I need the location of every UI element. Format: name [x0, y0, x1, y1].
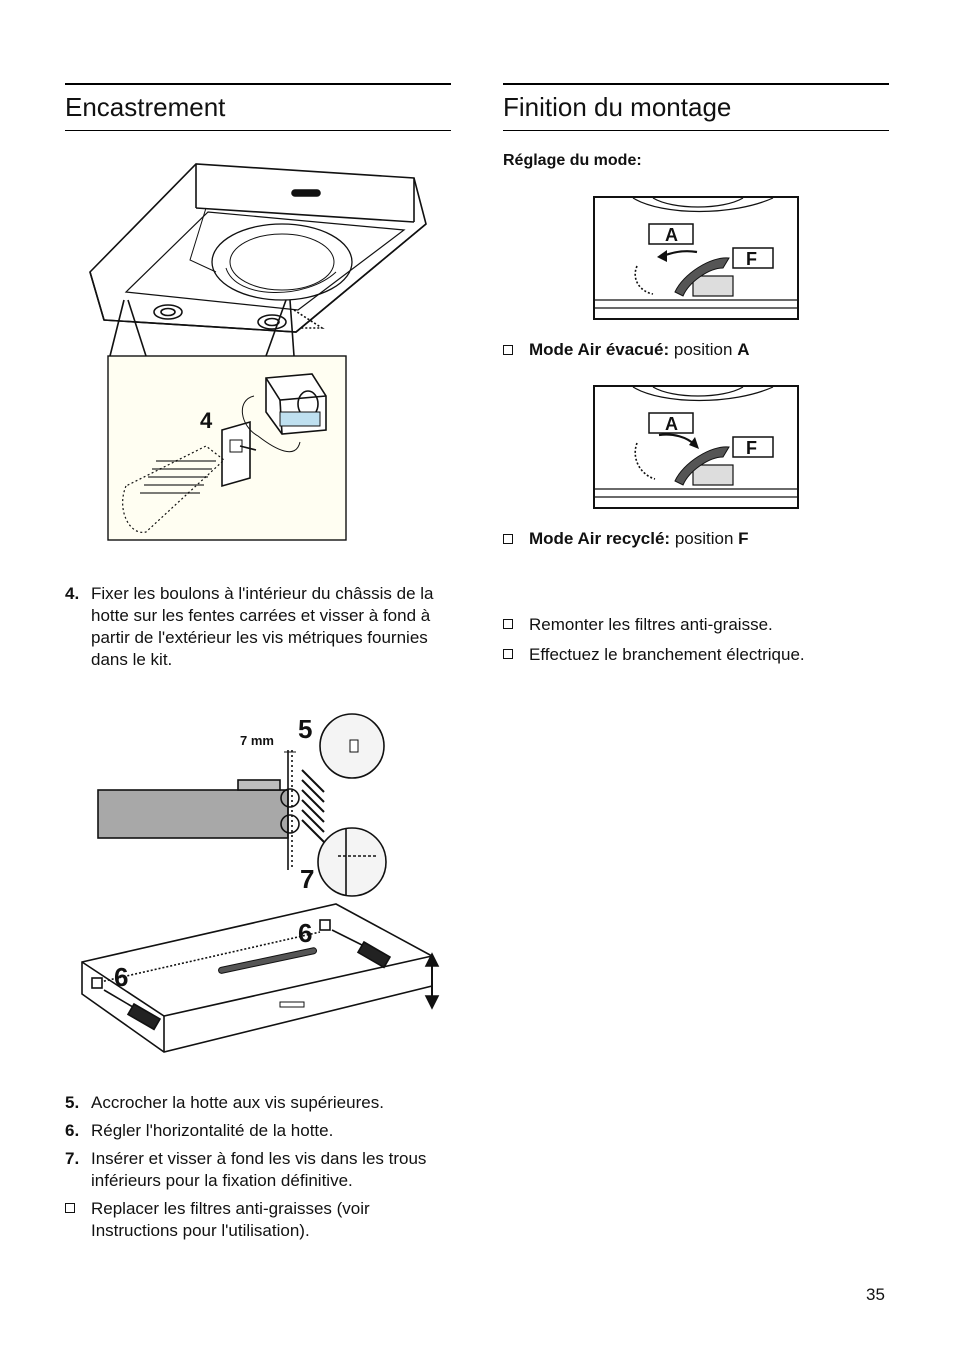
step-5: 5. Accrocher la hotte aux vis supérieure… — [65, 1092, 455, 1114]
mode-air-evacue: Mode Air évacué: position A — [503, 340, 749, 360]
section-header-encastrement: Encastrement — [65, 83, 451, 131]
step-text: Accrocher la hotte aux vis supérieures. — [91, 1093, 384, 1112]
step-number: 4. — [65, 584, 80, 603]
figure-hood-installation: 7 mm 5 7 6 6 — [81, 713, 440, 1053]
finishing-bullets: Remonter les filtres anti-graisse. Effec… — [503, 614, 893, 672]
mode-label: Mode Air recyclé: — [529, 529, 671, 548]
checkbox-bullet-icon — [503, 534, 513, 544]
bullet-text: Replacer les filtres anti-graisses (voir… — [91, 1199, 370, 1240]
bullet-text: Effectuez le branchement électrique. — [529, 645, 805, 664]
step-6: 6. Régler l'horizontalité de la hotte. — [65, 1120, 455, 1142]
label-f: F — [746, 249, 757, 269]
step-number: 6. — [65, 1121, 80, 1140]
step-text: Insérer et visser à fond les vis dans le… — [91, 1149, 427, 1190]
figure-label-6-left: 6 — [114, 962, 128, 992]
mode-text: position — [669, 340, 738, 359]
section-title: Encastrement — [65, 92, 226, 122]
step-7: 7. Insérer et visser à fond les vis dans… — [65, 1148, 455, 1192]
steps-5-7-list: 5. Accrocher la hotte aux vis supérieure… — [65, 1092, 455, 1248]
figure-mode-a: A F — [593, 196, 799, 320]
checkbox-bullet-icon — [503, 345, 513, 355]
figure-hood-underside: 4 — [89, 163, 427, 541]
bullet-replace-filters: Replacer les filtres anti-graisses (voir… — [65, 1198, 455, 1242]
section-header-finition: Finition du montage — [503, 83, 889, 131]
checkbox-bullet-icon — [65, 1203, 75, 1213]
step-4: 4. Fixer les boulons à l'intérieur du ch… — [65, 583, 455, 671]
figure-label-4: 4 — [200, 408, 213, 433]
bullet-remount-filters: Remonter les filtres anti-graisse. — [503, 614, 893, 636]
checkbox-bullet-icon — [503, 619, 513, 629]
checkbox-bullet-icon — [503, 649, 513, 659]
bullet-electrical: Effectuez le branchement électrique. — [503, 644, 893, 666]
mode-position: A — [737, 340, 750, 359]
label-a: A — [665, 225, 678, 245]
page-number: 35 — [866, 1285, 885, 1304]
mode-air-recycle: Mode Air recyclé: position F — [503, 529, 749, 549]
step-text: Régler l'horizontalité de la hotte. — [91, 1121, 334, 1140]
figure-label-6-right: 6 — [298, 918, 312, 948]
figure-label-7: 7 — [300, 864, 314, 894]
dimension-label: 7 mm — [240, 733, 274, 748]
step-4-list: 4. Fixer les boulons à l'intérieur du ch… — [65, 583, 455, 677]
figure-label-5: 5 — [298, 714, 312, 744]
step-number: 5. — [65, 1093, 80, 1112]
label-a: A — [665, 414, 678, 434]
figure-mode-f: A F — [593, 385, 799, 509]
step-text: Fixer les boulons à l'intérieur du châss… — [91, 584, 434, 669]
mode-subheading: Réglage du mode: — [503, 152, 642, 169]
section-title: Finition du montage — [503, 92, 732, 122]
bullet-text: Remonter les filtres anti-graisse. — [529, 615, 773, 634]
mode-label: Mode Air évacué: — [529, 340, 670, 359]
step-number: 7. — [65, 1149, 80, 1168]
mode-text: position — [670, 529, 739, 548]
label-f: F — [746, 438, 757, 458]
mode-position: F — [738, 529, 749, 548]
